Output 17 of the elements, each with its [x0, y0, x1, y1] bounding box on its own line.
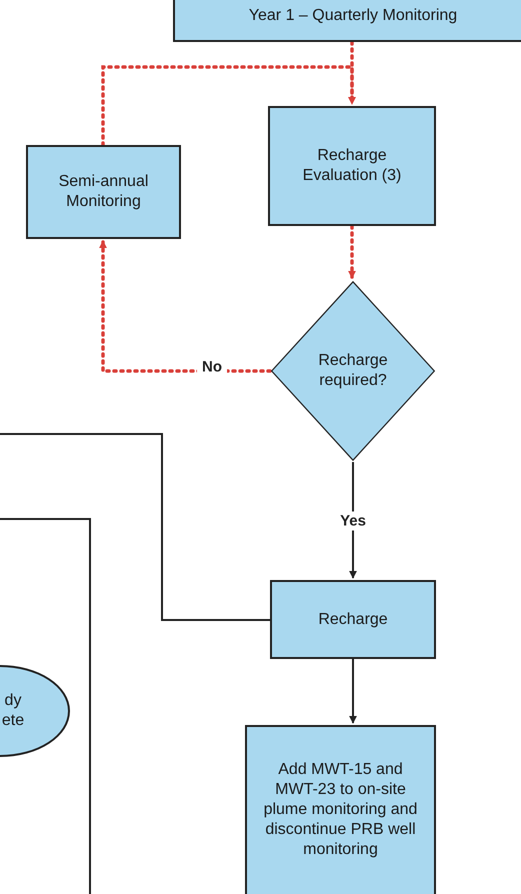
dotted-arrow	[99, 239, 272, 373]
node-text: Year 1 – Quarterly Monitoring	[248, 6, 458, 26]
node-text: Semi-annual Monitoring	[58, 172, 150, 212]
process-box	[26, 145, 181, 239]
node-text: Recharge Evaluation (3)	[302, 146, 402, 186]
node-text: Recharge	[318, 610, 388, 630]
process-box	[268, 106, 436, 226]
dotted-arrow	[101, 65, 356, 147]
node-text: Recharge required?	[317, 351, 389, 391]
process-box	[270, 580, 436, 659]
node-text: dy ete	[0, 691, 26, 731]
process-box	[173, 0, 521, 42]
process-box	[245, 725, 436, 894]
node-text: Add MWT-15 and MWT-23 to on-site plume monitoring and discontinue PRB well monitoring	[262, 760, 418, 860]
dotted-arrow	[348, 224, 356, 280]
decision-diamond	[270, 280, 436, 462]
arrow	[349, 659, 357, 724]
